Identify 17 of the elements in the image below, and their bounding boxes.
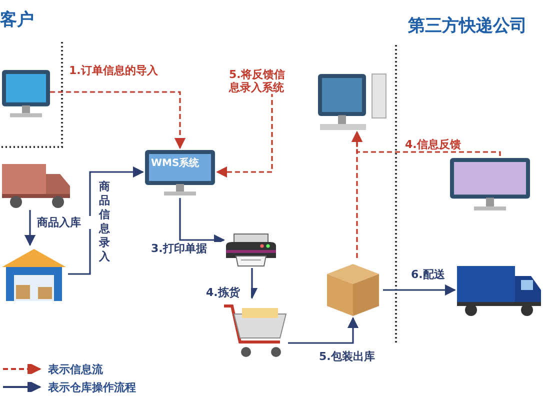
dashed-arrow xyxy=(216,92,273,178)
column-heading: 客户 xyxy=(0,9,34,31)
edge-label: 3.打印单据 xyxy=(150,242,222,255)
arrow xyxy=(24,210,36,246)
dashed-arrow xyxy=(351,130,363,258)
screen-text: WMS系统 xyxy=(151,156,200,170)
column-heading: 第三方快递公司 xyxy=(408,15,527,37)
arrow xyxy=(288,316,359,344)
dashed-arrow xyxy=(50,91,186,150)
computer-monitor-icon xyxy=(0,68,52,120)
edge-label: 4.拣货 xyxy=(205,286,251,299)
legend-text: 表示信息流 xyxy=(48,362,103,377)
legend-text: 表示仓库操作流程 xyxy=(48,380,136,395)
desktop-computer-icon xyxy=(316,72,388,132)
arrow xyxy=(68,166,144,275)
arrow xyxy=(383,284,456,296)
printer-icon xyxy=(224,232,278,268)
